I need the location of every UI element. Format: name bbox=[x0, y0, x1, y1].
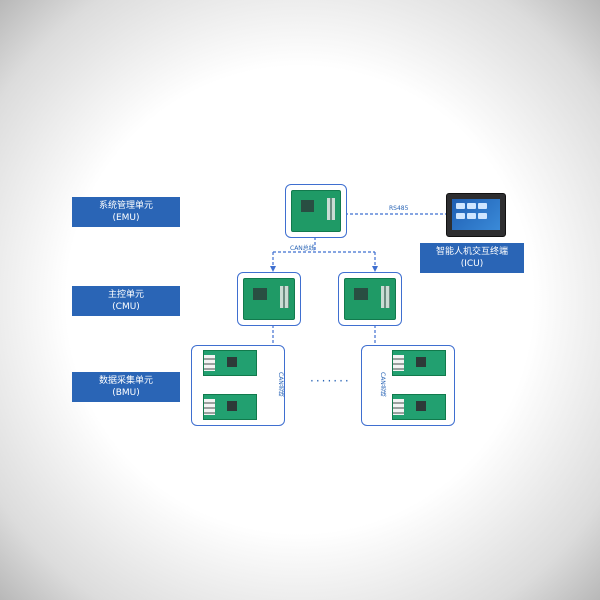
ellipsis: ······· bbox=[310, 374, 351, 388]
level-label-emu: 系统管理单元 (EMU) bbox=[72, 197, 180, 227]
bmu-board-image bbox=[392, 394, 446, 420]
icu-touchscreen-image bbox=[446, 193, 506, 237]
bmu-board-image bbox=[203, 394, 257, 420]
can-bus-label-right: CAN总线 bbox=[379, 372, 386, 397]
emu-board-image bbox=[291, 190, 341, 232]
level-name: 系统管理单元 bbox=[98, 201, 153, 211]
cmu-board-image bbox=[344, 278, 396, 320]
bmu-group-left bbox=[191, 345, 285, 426]
can-bus-label-left: CAN总线 bbox=[277, 372, 284, 397]
emu-unit bbox=[285, 184, 347, 238]
level-abbr: (CMU) bbox=[112, 302, 140, 312]
icu-name: 智能人机交互终端 bbox=[435, 247, 508, 257]
cmu-board-image bbox=[243, 278, 295, 320]
level-name: 数据采集单元 bbox=[98, 376, 153, 386]
can-bus-label-top: CAN总线 bbox=[290, 245, 315, 252]
bmu-board-image bbox=[203, 350, 257, 376]
icu-abbr: (ICU) bbox=[460, 259, 484, 269]
cmu-unit-left bbox=[237, 272, 301, 326]
rs485-label: RS485 bbox=[389, 205, 409, 212]
icu-label: 智能人机交互终端 (ICU) bbox=[420, 243, 524, 273]
level-label-cmu: 主控单元 (CMU) bbox=[72, 286, 180, 316]
level-label-bmu: 数据采集单元 (BMU) bbox=[72, 372, 180, 402]
level-name: 主控单元 bbox=[107, 290, 144, 300]
cmu-unit-right bbox=[338, 272, 402, 326]
level-abbr: (EMU) bbox=[112, 213, 140, 223]
bmu-board-image bbox=[392, 350, 446, 376]
level-abbr: (BMU) bbox=[112, 388, 140, 398]
bmu-group-right bbox=[361, 345, 455, 426]
